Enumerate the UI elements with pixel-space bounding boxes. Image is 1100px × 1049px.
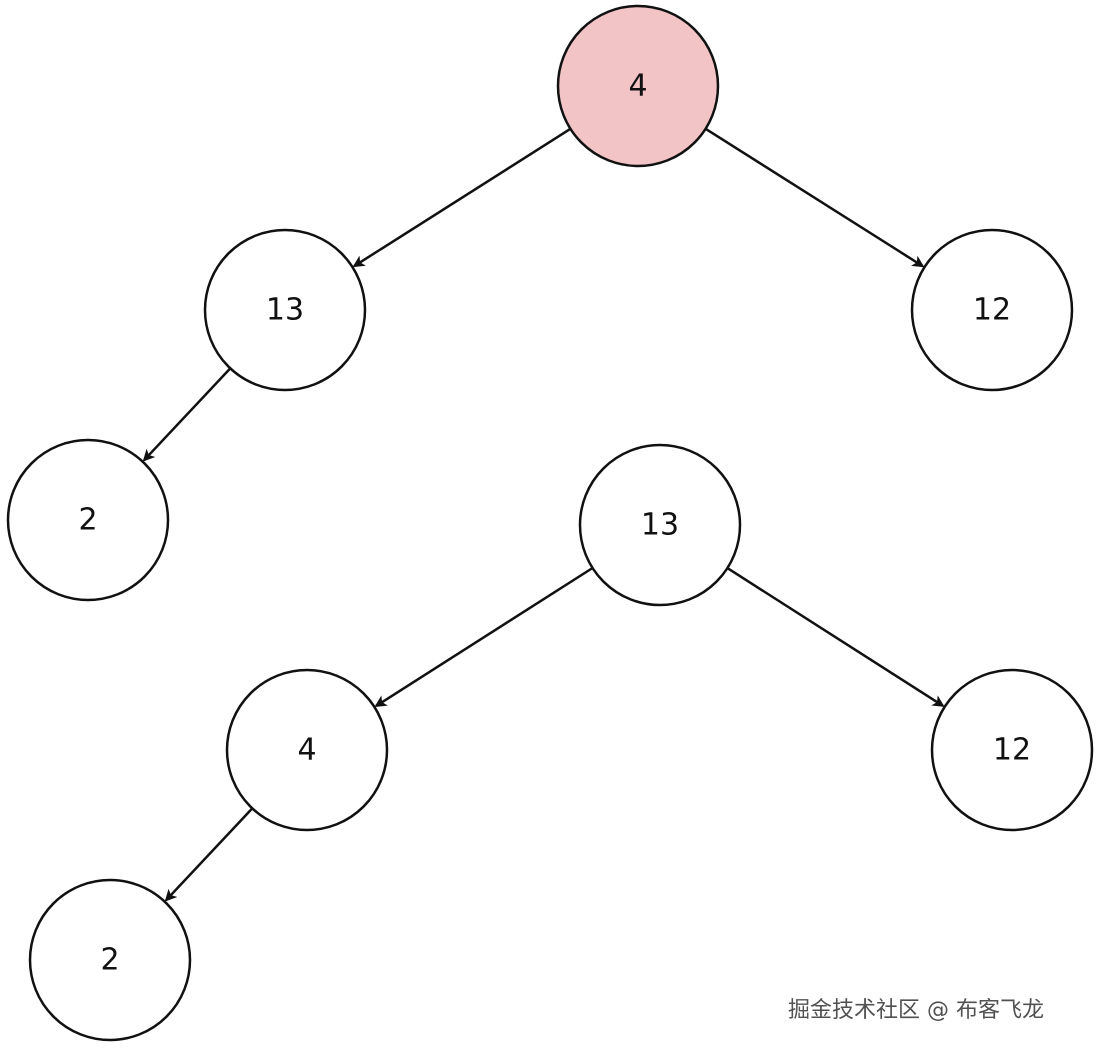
tree-node-m13: 13 (578, 443, 742, 607)
edges-layer (142, 127, 945, 902)
tree-node-n2: 2 (6, 438, 170, 602)
node-circle (225, 668, 389, 832)
nodes-layer: 4 13 12 2 13 4 12 2 (6, 4, 1094, 1042)
node-label: 12 (993, 733, 1031, 768)
edge-m13-to-m12 (726, 567, 945, 707)
edge-m4-to-m2 (164, 807, 254, 902)
node-circle (28, 878, 192, 1042)
node-circle (203, 228, 367, 392)
tree-node-n13: 13 (203, 228, 367, 392)
tree-node-n12: 12 (910, 228, 1074, 392)
tree-node-m4: 4 (225, 668, 389, 832)
node-label: 2 (100, 943, 119, 978)
edge-n13-to-n2 (142, 367, 232, 462)
node-circle (556, 4, 720, 168)
edge-n4-to-n13 (352, 127, 572, 268)
edge-m13-to-m4 (374, 566, 594, 708)
node-label: 4 (628, 69, 647, 104)
node-label: 13 (266, 293, 304, 328)
node-circle (6, 438, 170, 602)
node-circle (578, 443, 742, 607)
tree-node-m12: 12 (930, 668, 1094, 832)
node-label: 2 (78, 503, 97, 538)
tree-node-n4: 4 (556, 4, 720, 168)
tree-node-m2: 2 (28, 878, 192, 1042)
edge-n4-to-n12 (704, 127, 925, 268)
node-circle (910, 228, 1074, 392)
node-label: 4 (297, 733, 316, 768)
node-label: 13 (641, 508, 679, 543)
watermark-text: 掘金技术社区 @ 布客飞龙 (788, 998, 1044, 1023)
node-circle (930, 668, 1094, 832)
node-label: 12 (973, 293, 1011, 328)
